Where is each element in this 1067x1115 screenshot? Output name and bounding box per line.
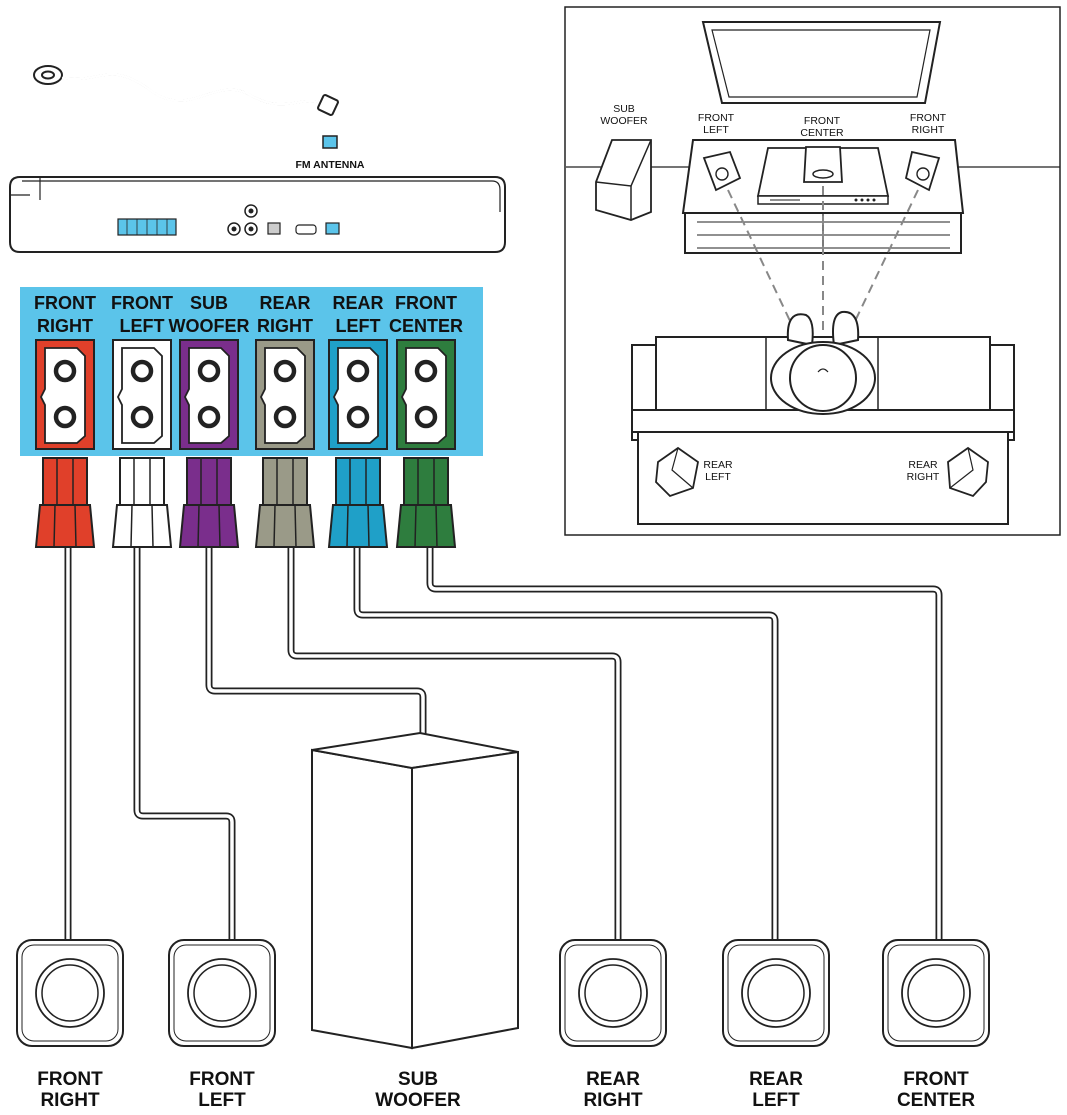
panel-label-subwoofer-2: WOOFER bbox=[169, 316, 250, 336]
cable-rear_left bbox=[353, 548, 779, 940]
cable-rear_right bbox=[287, 548, 622, 940]
speaker-label-front_right-2: RIGHT bbox=[40, 1090, 100, 1110]
room-layout: SUB WOOFER FRONT LEFT FRONT CENTER FRONT… bbox=[564, 6, 1061, 536]
sofa-icon bbox=[631, 336, 1015, 525]
room-subwoofer-label-1: SUB bbox=[613, 103, 635, 115]
plug-front_right[interactable] bbox=[34, 457, 96, 548]
panel-label-front_center-1: FRONT bbox=[395, 293, 457, 313]
speaker-label-rear_left-2: LEFT bbox=[752, 1090, 800, 1110]
socket-front_left[interactable] bbox=[112, 339, 172, 450]
room-front-left-label-1: FRONT bbox=[698, 112, 735, 124]
cable-front_left bbox=[133, 548, 236, 940]
main-unit bbox=[9, 176, 506, 253]
panel-label-front_left-1: FRONT bbox=[111, 293, 173, 313]
speaker-front_right-icon bbox=[16, 939, 124, 1047]
socket-subwoofer[interactable] bbox=[179, 339, 239, 450]
speaker-label-subwoofer-1: SUB bbox=[398, 1069, 438, 1090]
speaker-label-subwoofer-2: WOOFER bbox=[375, 1090, 461, 1110]
antenna-socket-icon bbox=[325, 222, 340, 235]
room-front-right-label-1: FRONT bbox=[910, 112, 947, 124]
socket-front_right[interactable] bbox=[35, 339, 95, 450]
panel-label-subwoofer-1: SUB bbox=[190, 293, 228, 313]
listener-icon bbox=[770, 310, 876, 415]
panel-label-front_right-2: RIGHT bbox=[37, 316, 93, 336]
antenna-label: FM ANTENNA bbox=[295, 159, 364, 171]
plug-subwoofer[interactable] bbox=[178, 457, 240, 548]
panel-label-front_center-2: CENTER bbox=[389, 316, 463, 336]
room-front-right-label-2: RIGHT bbox=[912, 124, 945, 136]
room-rear-right-label-1: REAR bbox=[908, 459, 938, 471]
hdmi-port-icon bbox=[295, 224, 317, 235]
cable-front_center bbox=[426, 548, 943, 940]
speaker-label-front_center-2: CENTER bbox=[897, 1090, 975, 1110]
speaker-label-front_right-1: FRONT bbox=[37, 1069, 103, 1090]
speaker-rear_right-icon bbox=[559, 939, 667, 1047]
panel-label-rear_left-1: REAR bbox=[332, 293, 383, 313]
socket-rear_left[interactable] bbox=[328, 339, 388, 450]
room-rear-left-label-2: LEFT bbox=[705, 471, 731, 483]
speaker-front_left-icon bbox=[168, 939, 276, 1047]
room-front-right-speaker-icon bbox=[904, 150, 941, 192]
room-front-left-label-2: LEFT bbox=[703, 124, 729, 136]
speaker-front_center-icon bbox=[882, 939, 990, 1047]
speaker-label-front_center-1: FRONT bbox=[903, 1069, 969, 1090]
room-front-center-speaker-icon bbox=[803, 146, 843, 183]
speaker-label-rear_right-1: REAR bbox=[586, 1069, 640, 1090]
panel-label-rear_left-2: LEFT bbox=[336, 316, 381, 336]
room-rear-right-label-2: RIGHT bbox=[907, 471, 940, 483]
speaker-label-rear_right-2: RIGHT bbox=[583, 1090, 643, 1110]
panel-label-rear_right-1: REAR bbox=[259, 293, 310, 313]
plug-rear_left[interactable] bbox=[327, 457, 389, 548]
room-rear-left-label-1: REAR bbox=[703, 459, 733, 471]
antenna-port-icon bbox=[322, 135, 338, 149]
plug-rear_right[interactable] bbox=[254, 457, 316, 548]
rca-jacks-icon bbox=[227, 204, 258, 236]
subwoofer-box bbox=[311, 731, 519, 1050]
room-front-left-speaker-icon bbox=[702, 150, 742, 192]
speaker-label-front_left-2: LEFT bbox=[198, 1090, 246, 1110]
speaker-label-rear_left-1: REAR bbox=[749, 1069, 803, 1090]
room-rear-left-speaker-icon bbox=[655, 446, 699, 498]
tv-icon bbox=[701, 21, 942, 104]
panel-label-front_right-1: FRONT bbox=[34, 293, 96, 313]
fm-antenna: FM ANTENNA bbox=[33, 65, 365, 171]
plug-front_left[interactable] bbox=[111, 457, 173, 548]
room-front-center-label-2: CENTER bbox=[800, 127, 844, 139]
panel-label-front_left-2: LEFT bbox=[120, 316, 165, 336]
plug-front_center[interactable] bbox=[395, 457, 457, 548]
room-subwoofer-icon bbox=[595, 139, 652, 221]
room-rear-right-speaker-icon bbox=[947, 446, 989, 498]
room-subwoofer-label-2: WOOFER bbox=[600, 115, 648, 127]
speaker-label-front_left-1: FRONT bbox=[189, 1069, 255, 1090]
room-front-center-label-1: FRONT bbox=[804, 115, 841, 127]
socket-front_center[interactable] bbox=[396, 339, 456, 450]
optical-port-icon bbox=[267, 222, 281, 235]
panel-label-rear_right-2: RIGHT bbox=[257, 316, 313, 336]
cable-subwoofer bbox=[205, 548, 427, 738]
socket-rear_right[interactable] bbox=[255, 339, 315, 450]
speaker-rear_left-icon bbox=[722, 939, 830, 1047]
